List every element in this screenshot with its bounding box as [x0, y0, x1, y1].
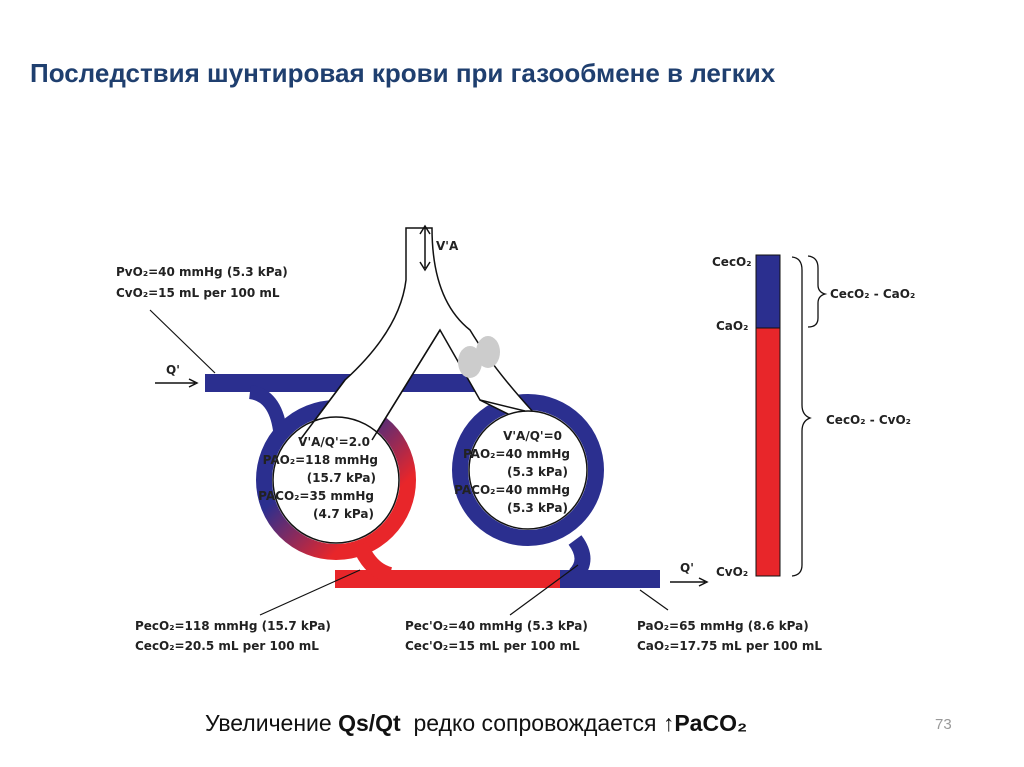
va-q-left: V'A/Q'=2.0	[298, 435, 370, 449]
flow-out-arrow-icon	[670, 577, 709, 587]
page-number: 73	[935, 716, 952, 733]
pao2-kpa-right: (5.3 kPa)	[507, 465, 568, 479]
left-alveolus-values: V'A/Q'=2.0 PAO₂=118 mmHg (15.7 kPa) PACO…	[258, 435, 378, 521]
brace-lower	[791, 256, 812, 577]
cvo2-label: CvO₂=15 mL per 100 mL	[116, 286, 280, 300]
paco2-kpa-left: (4.7 kPa)	[313, 507, 374, 521]
brace-upper	[807, 255, 828, 328]
bar-bottom-label: CvO₂	[716, 565, 748, 579]
cao2-arterial-label: CaO₂=17.75 mL per 100 mL	[637, 639, 822, 653]
slide-title: Последствия шунтировая крови при газообм…	[30, 58, 776, 88]
caption-middle: редко сопровождается	[400, 710, 663, 736]
blood-vessels	[205, 374, 660, 588]
bar-mid-label: CaO₂	[716, 319, 748, 333]
mixed-venous-values: PvO₂=40 mmHg (5.3 kPa) CvO₂=15 mL per 10…	[116, 265, 288, 300]
leader-lines	[149, 309, 669, 616]
cecO2-label: CecO₂=20.5 mL per 100 mL	[135, 639, 319, 653]
flow-in-arrow-icon	[155, 378, 199, 388]
airway	[272, 227, 588, 544]
pec-prime-o2-label: Pec'O₂=40 mmHg (5.3 kPa)	[405, 619, 588, 633]
paco2-kpa-right: (5.3 kPa)	[507, 501, 568, 515]
bar-top-label: CecO₂	[712, 255, 752, 269]
va-q-right: V'A/Q'=0	[503, 429, 562, 443]
paco2-left: PACO₂=35 mmHg	[258, 489, 374, 503]
oxygen-content-bar: CecO₂ CaO₂ CvO₂ CecO₂ - CaO₂ CecO₂ - CvO…	[712, 254, 915, 579]
bottom-values: PecO₂=118 mmHg (15.7 kPa) CecO₂=20.5 mL …	[135, 619, 822, 653]
flow-out-label: Q'	[680, 561, 694, 575]
caption-prefix: Увеличение	[205, 710, 339, 736]
ventilation-arrow-icon	[419, 224, 431, 272]
caption-ratio: Qs/Qt	[338, 710, 401, 736]
right-alveolus-values: V'A/Q'=0 PAO₂=40 mmHg (5.3 kPa) PACO₂=40…	[454, 429, 570, 515]
right-capillary-ring	[452, 394, 604, 546]
caption-suffix: ↑PaCO₂	[662, 710, 748, 736]
brace-lower-label: CecO₂ - CvO₂	[826, 413, 911, 427]
pecO2-label: PecO₂=118 mmHg (15.7 kPa)	[135, 619, 331, 633]
ventilation-label: V'A	[436, 239, 459, 253]
cec-prime-o2-label: Cec'O₂=15 mL per 100 mL	[405, 639, 580, 653]
pao2-kpa-left: (15.7 kPa)	[307, 471, 376, 485]
pao2-arterial-label: PaO₂=65 mmHg (8.6 kPa)	[637, 619, 809, 633]
pao2-left: PAO₂=118 mmHg	[263, 453, 378, 467]
caption: Увеличение Qs/Qt редко сопровождается ↑P…	[205, 710, 747, 737]
brace-upper-label: CecO₂ - CaO₂	[830, 287, 915, 301]
pvo2-label: PvO₂=40 mmHg (5.3 kPa)	[116, 265, 288, 279]
pao2-right: PAO₂=40 mmHg	[463, 447, 570, 461]
flow-in-label: Q'	[166, 363, 180, 377]
paco2-right: PACO₂=40 mmHg	[454, 483, 570, 497]
